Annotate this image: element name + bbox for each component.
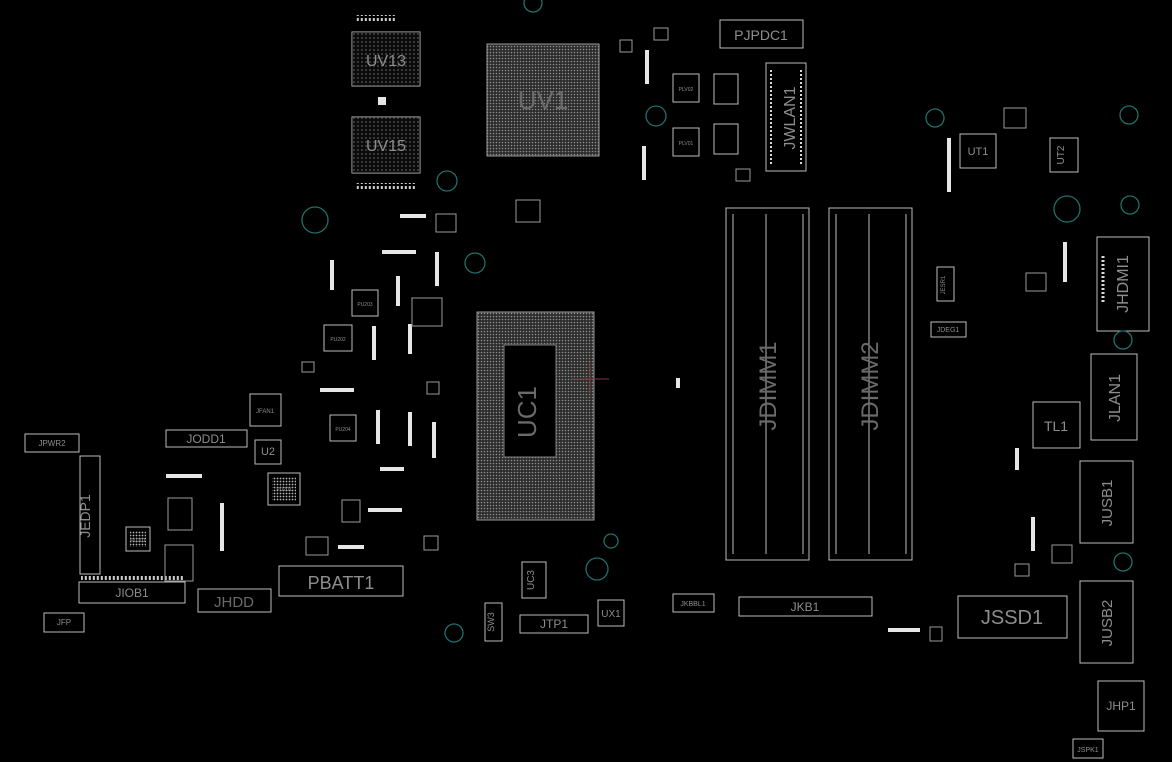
connector-jkb1: JKB1: [738, 596, 873, 617]
label-uv15: UV15: [366, 138, 406, 155]
gpu-uv1: UV1: [486, 43, 600, 157]
switch-sw3: SW3: [484, 602, 503, 642]
connector-jhdmi1: JHDMI1: [1096, 236, 1150, 332]
label-jodd1: JODD1: [186, 432, 226, 446]
chip-u2: U2: [254, 439, 282, 465]
label-jfan1: JFAN1: [256, 409, 275, 415]
label-jusb2: JUSB2: [1099, 600, 1116, 647]
label-jpwr2: JPWR2: [38, 439, 66, 448]
chip-pu204: PU204: [329, 414, 357, 442]
label-pbatt1: PBATT1: [308, 573, 375, 593]
connector-jhdd: JHDD: [197, 588, 272, 613]
connector-jkbbl1: JKBBL1: [672, 593, 715, 613]
connector-jpwr2: JPWR2: [24, 433, 80, 453]
chip-pu301: PU301: [125, 526, 151, 552]
label-jedp1: JEDP1: [77, 494, 93, 538]
label-jkbbl1: JKBBL1: [680, 601, 705, 608]
label-jwlan1: JWLAN1: [782, 86, 799, 149]
connector-pbatt1: PBATT1: [278, 565, 404, 597]
label-sw3: SW3: [486, 612, 496, 632]
connector-jusb1: JUSB1: [1079, 460, 1134, 544]
label-uc3: UC3: [526, 570, 537, 590]
chip-ux1: UX1: [597, 599, 625, 627]
label-jhdmi1: JHDMI1: [1115, 255, 1132, 313]
component-pv-a: [713, 73, 739, 105]
label-jfp: JFP: [57, 618, 71, 627]
connector-jiob1: JIOB1: [78, 576, 186, 604]
connector-pjpdc1: PJPDC1: [719, 19, 804, 49]
label-uc1: UC1: [512, 386, 542, 438]
label-jdimm1: JDIMM1: [755, 341, 782, 430]
label-jlan1: JLAN1: [1107, 374, 1124, 422]
label-pu201: PU201: [276, 487, 292, 493]
label-ut2: UT2: [1056, 145, 1067, 164]
chip-pu202: PU202: [323, 324, 353, 352]
label-jkb1: JKB1: [791, 600, 820, 614]
label-plv02: PLV02: [679, 87, 694, 93]
memory-slot-jdimm2: JDIMM2: [828, 207, 913, 561]
label-jssd1: JSSD1: [981, 607, 1043, 629]
memory-chip-uv15: UV15: [351, 116, 421, 174]
component-tl1: TL1: [1032, 401, 1081, 449]
label-jdimm2: JDIMM2: [857, 341, 884, 430]
memory-slot-jdimm1: JDIMM1: [725, 207, 810, 561]
label-tl1: TL1: [1044, 418, 1068, 434]
label-uv1: UV1: [518, 85, 569, 115]
label-uv13: UV13: [366, 53, 406, 70]
chip-pu201: PU201: [267, 472, 301, 506]
connector-jwlan1: JWLAN1: [765, 62, 807, 172]
label-pjpdc1: PJPDC1: [734, 27, 788, 43]
label-jdeg1: JDEG1: [937, 327, 960, 334]
connector-jesr1: JESR1: [936, 266, 955, 302]
chip-uc3: UC3: [521, 561, 547, 599]
connector-jodd1: JODD1: [165, 429, 248, 448]
label-jesr1: JESR1: [941, 275, 947, 294]
connector-jhp1: JHP1: [1097, 680, 1145, 732]
label-jspk1: JSPK1: [1077, 747, 1099, 754]
label-pu202: PU202: [330, 337, 346, 343]
pad-strip-uv13: [356, 15, 416, 189]
connector-jdeg1: JDEG1: [930, 321, 967, 338]
label-jusb1: JUSB1: [1099, 480, 1116, 527]
connector-jfan1: JFAN1: [249, 393, 282, 427]
connector-jlan1: JLAN1: [1090, 353, 1138, 441]
transformer-ut2: UT2: [1049, 137, 1079, 173]
chip-pu203: PU203: [351, 289, 379, 317]
label-ux1: UX1: [601, 609, 621, 620]
label-ut1: UT1: [968, 146, 989, 158]
inductor-plv02: PLV02: [672, 73, 700, 103]
label-plv01: PLV01: [679, 141, 694, 147]
cpu-uc1: UC1: [476, 311, 609, 521]
label-pu204: PU204: [335, 427, 351, 433]
mounting-holes: [301, 0, 1140, 643]
inductor-plv01: PLV01: [672, 127, 700, 157]
connector-jedp1: JEDP1: [77, 455, 101, 575]
label-jiob1: JIOB1: [115, 586, 149, 600]
transformer-ut1: UT1: [959, 133, 997, 169]
connector-jssd1: JSSD1: [957, 595, 1068, 639]
connector-jusb2: JUSB2: [1079, 580, 1134, 664]
label-jtp1: JTP1: [540, 617, 568, 631]
memory-chip-uv13: UV13: [351, 31, 421, 87]
connector-jfp: JFP: [43, 612, 85, 633]
connector-jtp1: JTP1: [519, 614, 589, 634]
label-pu203: PU203: [357, 302, 373, 308]
label-jhp1: JHP1: [1106, 699, 1136, 713]
passive-components: [164, 27, 1073, 642]
label-jhdd: JHDD: [214, 594, 254, 611]
label-u2: U2: [261, 446, 275, 458]
connector-jspk1: JSPK1: [1072, 738, 1104, 759]
component-pv-b: [713, 123, 739, 155]
label-pu301: PU301: [130, 538, 146, 544]
